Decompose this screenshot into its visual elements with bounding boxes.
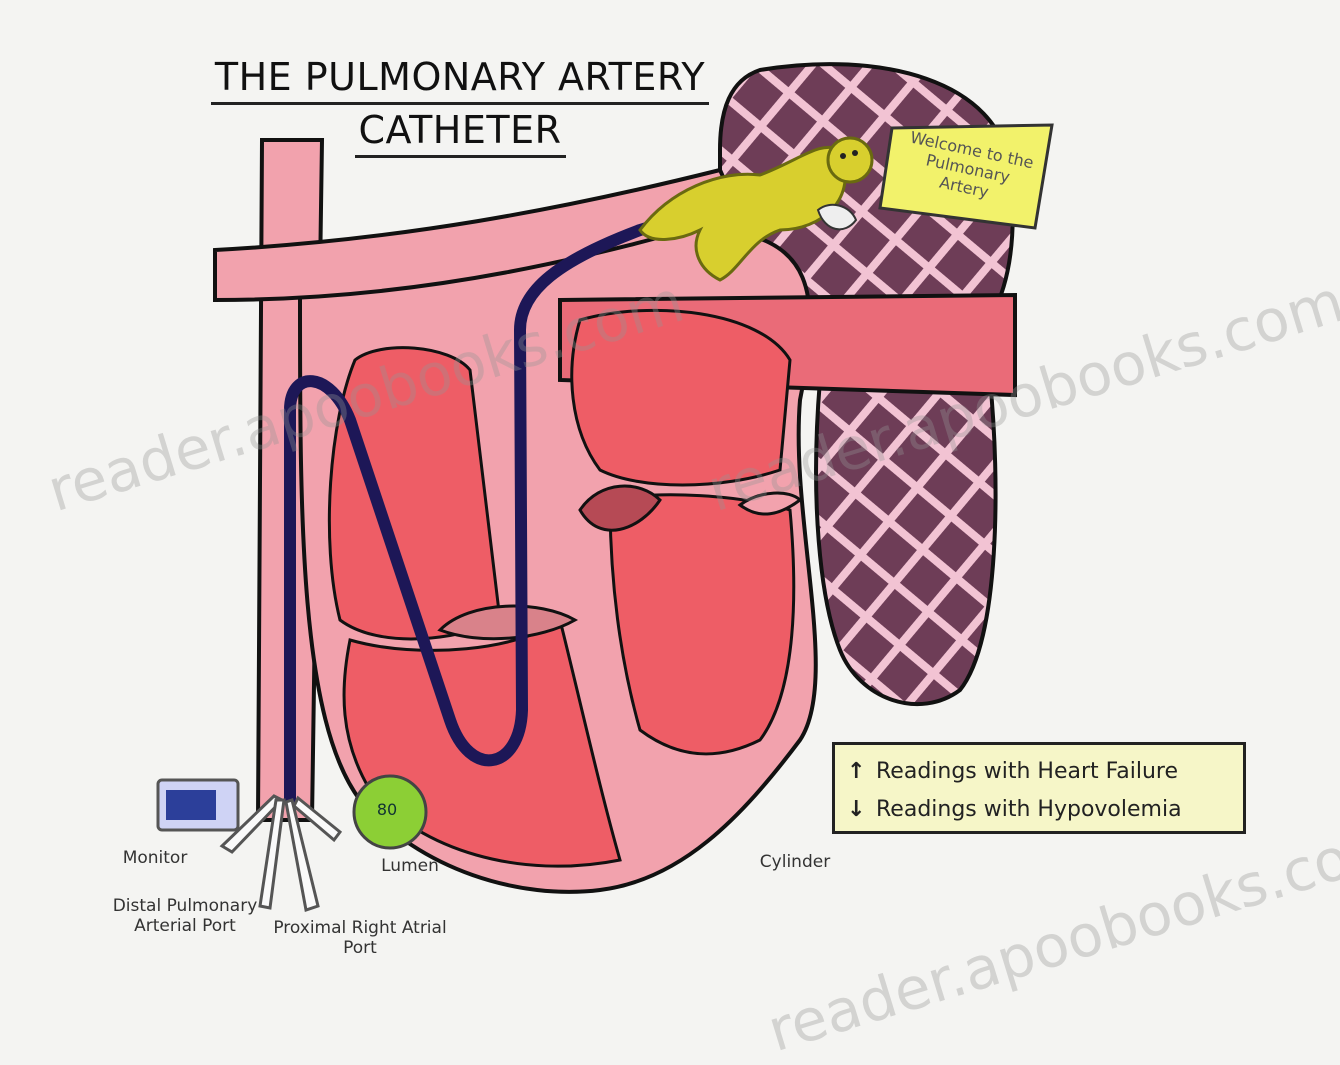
title-line-1: THE PULMONARY ARTERY xyxy=(211,52,709,105)
title-line-2: CATHETER xyxy=(355,105,566,158)
arrow-down-icon: ↓ xyxy=(847,791,869,829)
diagram-canvas: THE PULMONARY ARTERY CATHETER Welcome to… xyxy=(0,0,1340,1002)
legend-row-hypovolemia: ↓ Readings with Hypovolemia xyxy=(847,791,1243,829)
catheter-ports xyxy=(222,796,340,910)
label-distal-port: Distal Pulmonary Arterial Port xyxy=(110,896,260,936)
monitor-device xyxy=(158,780,238,830)
arrow-up-icon: ↑ xyxy=(847,753,869,791)
lung-lower xyxy=(816,380,995,704)
label-cylinder: Cylinder xyxy=(740,852,850,872)
diagram-title: THE PULMONARY ARTERY CATHETER xyxy=(180,52,740,158)
legend-box: ↑ Readings with Heart Failure ↓ Readings… xyxy=(832,742,1246,834)
label-proximal-port: Proximal Right Atrial Port xyxy=(270,918,450,958)
legend-hypovolemia-text: Readings with Hypovolemia xyxy=(876,797,1182,822)
legend-heart-failure-text: Readings with Heart Failure xyxy=(876,759,1178,784)
label-lumen: Lumen xyxy=(355,856,465,876)
label-monitor: Monitor xyxy=(100,848,210,868)
left-ventricle xyxy=(610,495,794,754)
left-atrium xyxy=(572,310,790,485)
balloon-value: 80 xyxy=(367,800,407,819)
legend-row-heart-failure: ↑ Readings with Heart Failure xyxy=(847,753,1243,791)
